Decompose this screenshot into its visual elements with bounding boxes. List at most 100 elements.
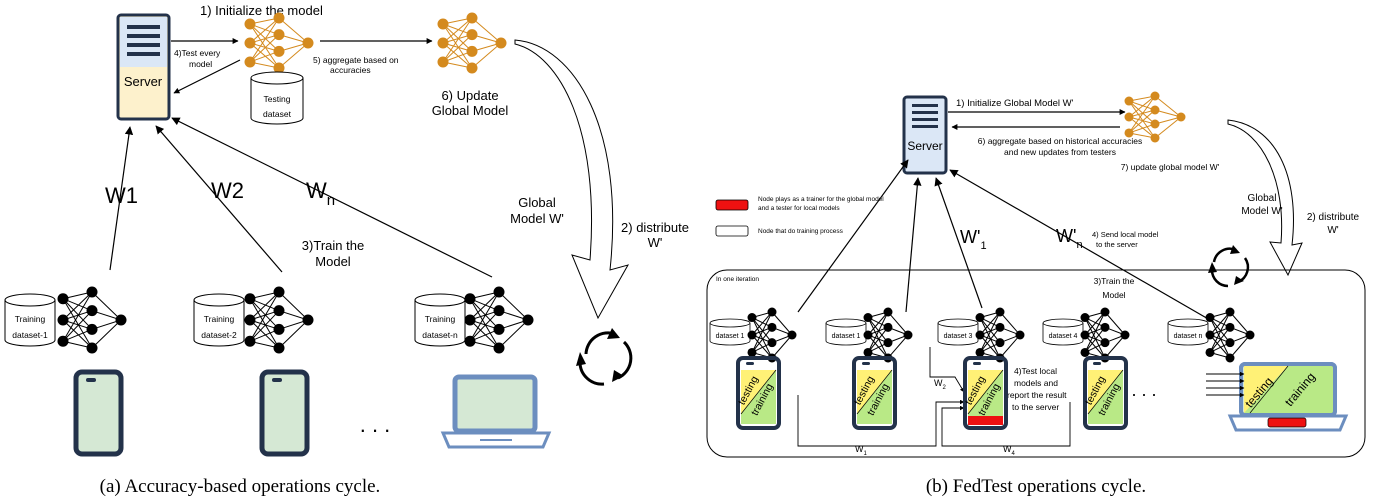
left-global-model-neural-network-icon	[437, 12, 507, 74]
tester-desc-line4: to the server	[1012, 402, 1059, 412]
dataset-icon	[1167, 323, 1209, 346]
left-arrow-w2	[155, 125, 283, 273]
right-clients: dataset 1 dataset 1 dataset 3 dataset 4 data…	[709, 307, 1255, 363]
black-neural-network-icon	[975, 307, 1025, 363]
right-step7-label: 7) update global model W'	[1121, 162, 1220, 172]
right-global-model-line1: Global	[1248, 193, 1277, 204]
training-dataset-icon	[4, 300, 56, 347]
right-w2-small: W2	[934, 378, 947, 391]
left-arrow-test-to-server	[173, 59, 241, 94]
left-testing-dataset-line2: dataset	[263, 109, 292, 119]
left-phone-icon-2	[259, 369, 310, 457]
training-dataset-name: dataset-n	[422, 330, 458, 340]
right-client-1: dataset 1	[709, 307, 797, 363]
right-client-4: dataset 4	[1042, 307, 1130, 363]
right-client-5: dataset n	[1167, 307, 1255, 363]
left-step3-line1: 3)Train the	[302, 238, 364, 253]
legend-white-label: Node that do training process	[758, 228, 844, 235]
left-clients: Trainingdataset-1Trainingdataset-2Traini…	[4, 286, 534, 354]
legend-white-swatch	[715, 225, 749, 237]
nn-right-global	[1124, 91, 1186, 143]
dataset-icon	[825, 323, 867, 346]
left-step5-line1: 5) aggregate based on	[313, 55, 399, 65]
right-step1-label: 1) Initialize Global Model W'	[956, 98, 1074, 109]
black-neural-network-icon	[244, 286, 314, 354]
laptop-red-marker	[1267, 417, 1307, 428]
dataset-name: dataset 4	[1049, 333, 1078, 340]
right-client-3: dataset 3	[937, 307, 1025, 363]
right-step3-line1: 3)Train the	[1094, 276, 1135, 286]
legend-red-swatch	[715, 199, 749, 211]
left-phone-icon-1	[73, 369, 124, 457]
right-step4-line1: 4) Send local model	[1092, 230, 1159, 239]
left-client-3: Training dataset-n	[414, 286, 534, 354]
dataset-icon	[709, 323, 751, 346]
dataset-name: dataset n	[1174, 333, 1203, 340]
left-testing-dataset-line1: Testing	[264, 94, 291, 104]
right-legend: Node plays as a trainer for the global m…	[715, 196, 884, 237]
left-wn-label: Wn	[306, 178, 335, 209]
right-caption: (b) FedTest operations cycle.	[926, 476, 1146, 497]
left-panel: Server 1) Initialize the model 4)Test ev…	[4, 3, 689, 497]
training-dataset-icon	[414, 300, 466, 347]
dataset-icon	[1042, 323, 1084, 346]
left-step5-line2: accuracies	[330, 65, 371, 75]
right-step6-line2: and new updates from testers	[1004, 147, 1116, 157]
black-neural-network-icon	[747, 307, 797, 363]
training-dataset-line1: Training	[425, 314, 456, 324]
tester-red-marker	[968, 416, 1003, 425]
right-link-w4	[941, 402, 1071, 447]
right-link-w1	[797, 395, 965, 447]
left-server-icon: Server	[116, 13, 171, 121]
training-dataset-line1: Training	[15, 314, 46, 324]
right-server-label: Server	[907, 139, 942, 153]
right-step3-line2: Model	[1102, 290, 1125, 300]
left-arrow-w1	[109, 126, 134, 271]
tester-desc-line1: 4)Test local	[1014, 366, 1057, 376]
dataset-name: dataset 3	[944, 333, 973, 340]
right-arrow-device-n	[949, 169, 1211, 321]
black-neural-network-icon	[1080, 307, 1130, 363]
tester-desc-line3: report the result	[1007, 390, 1067, 400]
right-client-2: dataset 1	[825, 307, 913, 363]
legend-red-line2: and a tester for local models	[758, 205, 840, 212]
left-server-label: Server	[124, 74, 163, 89]
right-w1-small: W1	[855, 444, 868, 457]
left-w1-label: W1	[105, 183, 138, 208]
black-neural-network-icon	[57, 286, 127, 354]
laptop-training-area	[1244, 366, 1333, 413]
dataset-icon	[937, 323, 979, 346]
right-wn-label: W'n	[1056, 226, 1083, 251]
left-testing-dataset-icon: Testing dataset	[250, 71, 304, 125]
black-neural-network-icon	[1205, 307, 1255, 363]
nn-left-mid	[244, 12, 314, 74]
dataset-name: dataset 1	[716, 333, 745, 340]
right-step2-line2: W'	[1327, 225, 1338, 236]
left-step4-line1: 4)Test every	[174, 48, 221, 58]
right-global-model-neural-network-icon	[1124, 91, 1186, 143]
left-w2-label: W2	[211, 178, 244, 203]
left-arrow-wn	[171, 117, 493, 278]
left-cycle-icon	[576, 328, 633, 386]
right-step2-line1: 2) distribute	[1307, 212, 1360, 223]
right-step4-line2: to the server	[1096, 240, 1138, 249]
right-server-icon: Server	[902, 95, 948, 175]
left-step3-line2: Model	[315, 254, 351, 269]
right-arrow-device2	[905, 177, 922, 313]
right-panel: Server 1) Initialize Global Model W' 6) …	[706, 91, 1366, 497]
left-step6-line2: Global Model	[432, 103, 509, 118]
right-iteration-box	[706, 269, 1366, 458]
training-dataset-line1: Training	[204, 314, 235, 324]
right-step6-line1: 6) aggregate based on historical accurac…	[978, 136, 1142, 146]
left-caption: (a) Accuracy-based operations cycle.	[100, 476, 381, 497]
left-step2-line2: W'	[648, 235, 663, 250]
tester-desc-line2: models and	[1014, 378, 1058, 388]
training-dataset-name: dataset-2	[201, 330, 237, 340]
right-cycle-icon	[1208, 245, 1250, 288]
